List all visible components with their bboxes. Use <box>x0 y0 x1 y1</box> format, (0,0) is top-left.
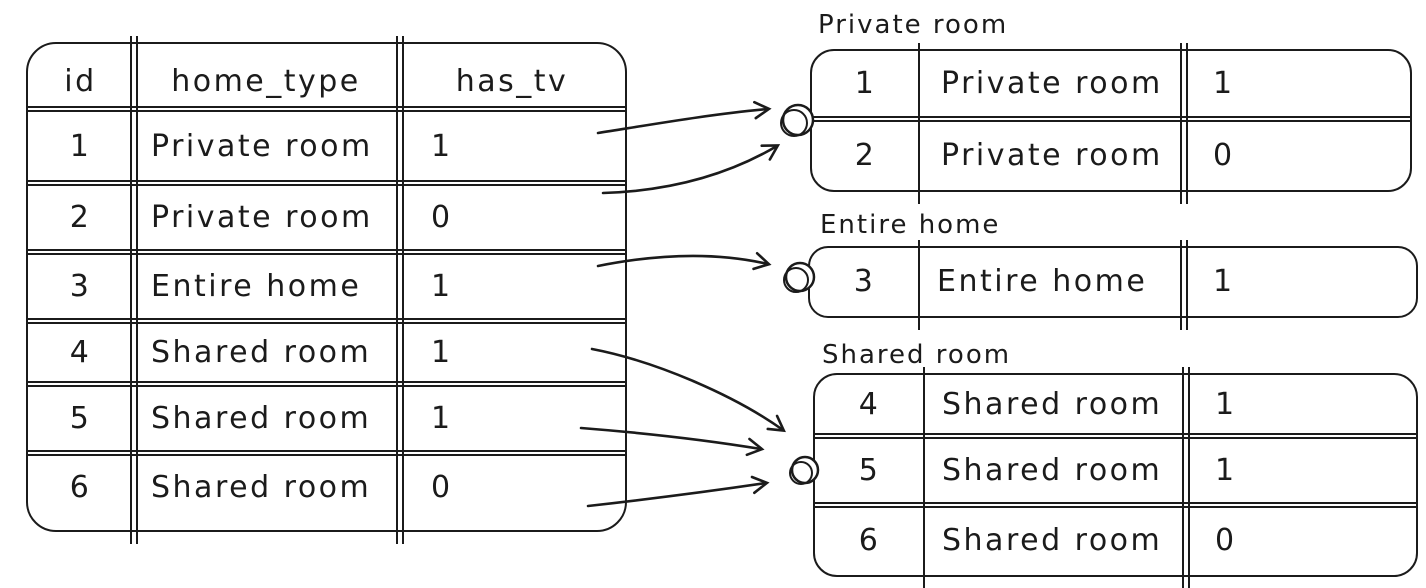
cell-id: 6 <box>858 523 881 558</box>
cell-id: 5 <box>858 453 881 488</box>
cell-home-type: Entire home <box>937 263 1148 299</box>
cell-home-type: Private room <box>151 200 373 235</box>
group-table-shared-room: 4 Shared room 1 5 Shared room 1 6 Shared… <box>813 367 1418 588</box>
cell-home-type: Shared room <box>151 401 372 436</box>
connector-dot-private-room <box>780 103 815 137</box>
cell-id: 2 <box>69 200 92 235</box>
cell-id: 6 <box>69 469 92 505</box>
cell-id: 4 <box>69 335 92 370</box>
cell-has-tv: 0 <box>431 200 453 235</box>
source-table: id home_type has_tv 1 Private room 1 2 P… <box>26 36 627 544</box>
cell-id: 2 <box>854 137 877 173</box>
group-row: 5 Shared room 1 <box>815 439 1416 508</box>
group-table-private-room: 1 Private room 1 2 Private room 0 <box>810 43 1412 204</box>
cell-has-tv: 1 <box>431 269 453 304</box>
source-header-row: id home_type has_tv <box>28 44 625 112</box>
cell-home-type: Shared room <box>151 469 372 505</box>
cell-has-tv: 0 <box>1215 523 1237 558</box>
arrow-row2-to-private-room <box>601 144 781 195</box>
cell-has-tv: 1 <box>1215 453 1237 488</box>
cell-has-tv: 0 <box>431 469 453 505</box>
source-row-4: 4 Shared room 1 <box>28 324 625 387</box>
cell-has-tv: 0 <box>1213 137 1235 173</box>
source-row-6: 6 Shared room 0 <box>28 456 625 534</box>
cell-home-type: Entire home <box>151 269 362 304</box>
cell-id: 3 <box>69 269 92 304</box>
cell-home-type: Private room <box>941 137 1163 173</box>
cell-has-tv: 1 <box>1213 66 1235 101</box>
col-header-home-type: home_type <box>171 63 361 99</box>
group-row: 6 Shared room 0 <box>815 508 1416 573</box>
cell-home-type: Private room <box>941 66 1163 101</box>
source-row-3: 3 Entire home 1 <box>28 255 625 324</box>
col-header-has-tv: has_tv <box>455 63 569 99</box>
group-label-shared-room: Shared room <box>822 340 1012 370</box>
cell-home-type: Private room <box>151 128 373 164</box>
group-row: 4 Shared room 1 <box>815 375 1416 439</box>
cell-has-tv: 1 <box>1213 263 1235 299</box>
cell-id: 4 <box>858 386 881 422</box>
source-row-5: 5 Shared room 1 <box>28 387 625 456</box>
cell-id: 3 <box>853 263 876 299</box>
source-row-1: 1 Private room 1 <box>28 112 625 186</box>
cell-has-tv: 1 <box>431 128 453 164</box>
group-table-entire-home: 3 Entire home 1 <box>808 240 1418 330</box>
cell-id: 1 <box>69 128 92 164</box>
cell-id: 5 <box>69 401 92 436</box>
cell-has-tv: 1 <box>1215 386 1237 422</box>
cell-home-type: Shared room <box>942 386 1163 422</box>
cell-id: 1 <box>854 66 877 101</box>
cell-has-tv: 1 <box>431 335 453 370</box>
cell-has-tv: 1 <box>431 401 453 436</box>
group-row: 3 Entire home 1 <box>810 248 1416 314</box>
group-row: 2 Private room 0 <box>812 122 1410 188</box>
cell-home-type: Shared room <box>151 335 372 370</box>
cell-home-type: Shared room <box>942 523 1163 558</box>
cell-home-type: Shared room <box>942 453 1163 488</box>
source-row-2: 2 Private room 0 <box>28 186 625 255</box>
group-label-entire-home: Entire home <box>820 210 1001 240</box>
group-row: 1 Private room 1 <box>812 51 1410 122</box>
col-header-id: id <box>64 63 97 99</box>
group-label-private-room: Private room <box>818 10 1009 40</box>
